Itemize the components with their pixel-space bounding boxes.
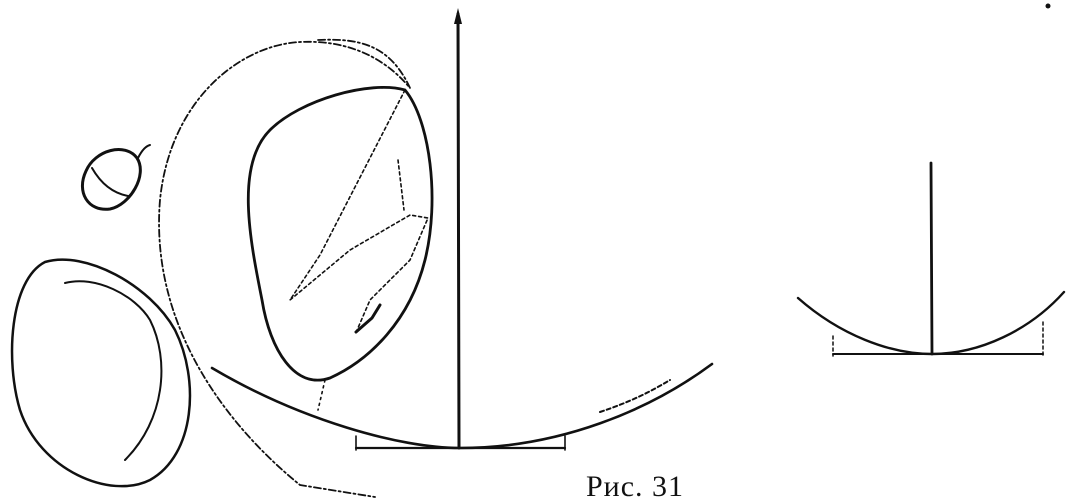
speck-mark <box>1045 3 1051 9</box>
main-arc <box>210 362 714 450</box>
large-oval-left <box>10 258 192 488</box>
small-mirror-diagram <box>796 161 1066 357</box>
outer-dotted-curve <box>158 38 411 498</box>
main-axis <box>454 8 462 450</box>
figure-caption: Рис. 31 <box>586 470 685 503</box>
main-arc-marks <box>599 379 671 413</box>
inner-loop <box>246 86 434 411</box>
small-oval <box>80 144 151 211</box>
main-baseline <box>354 435 567 451</box>
